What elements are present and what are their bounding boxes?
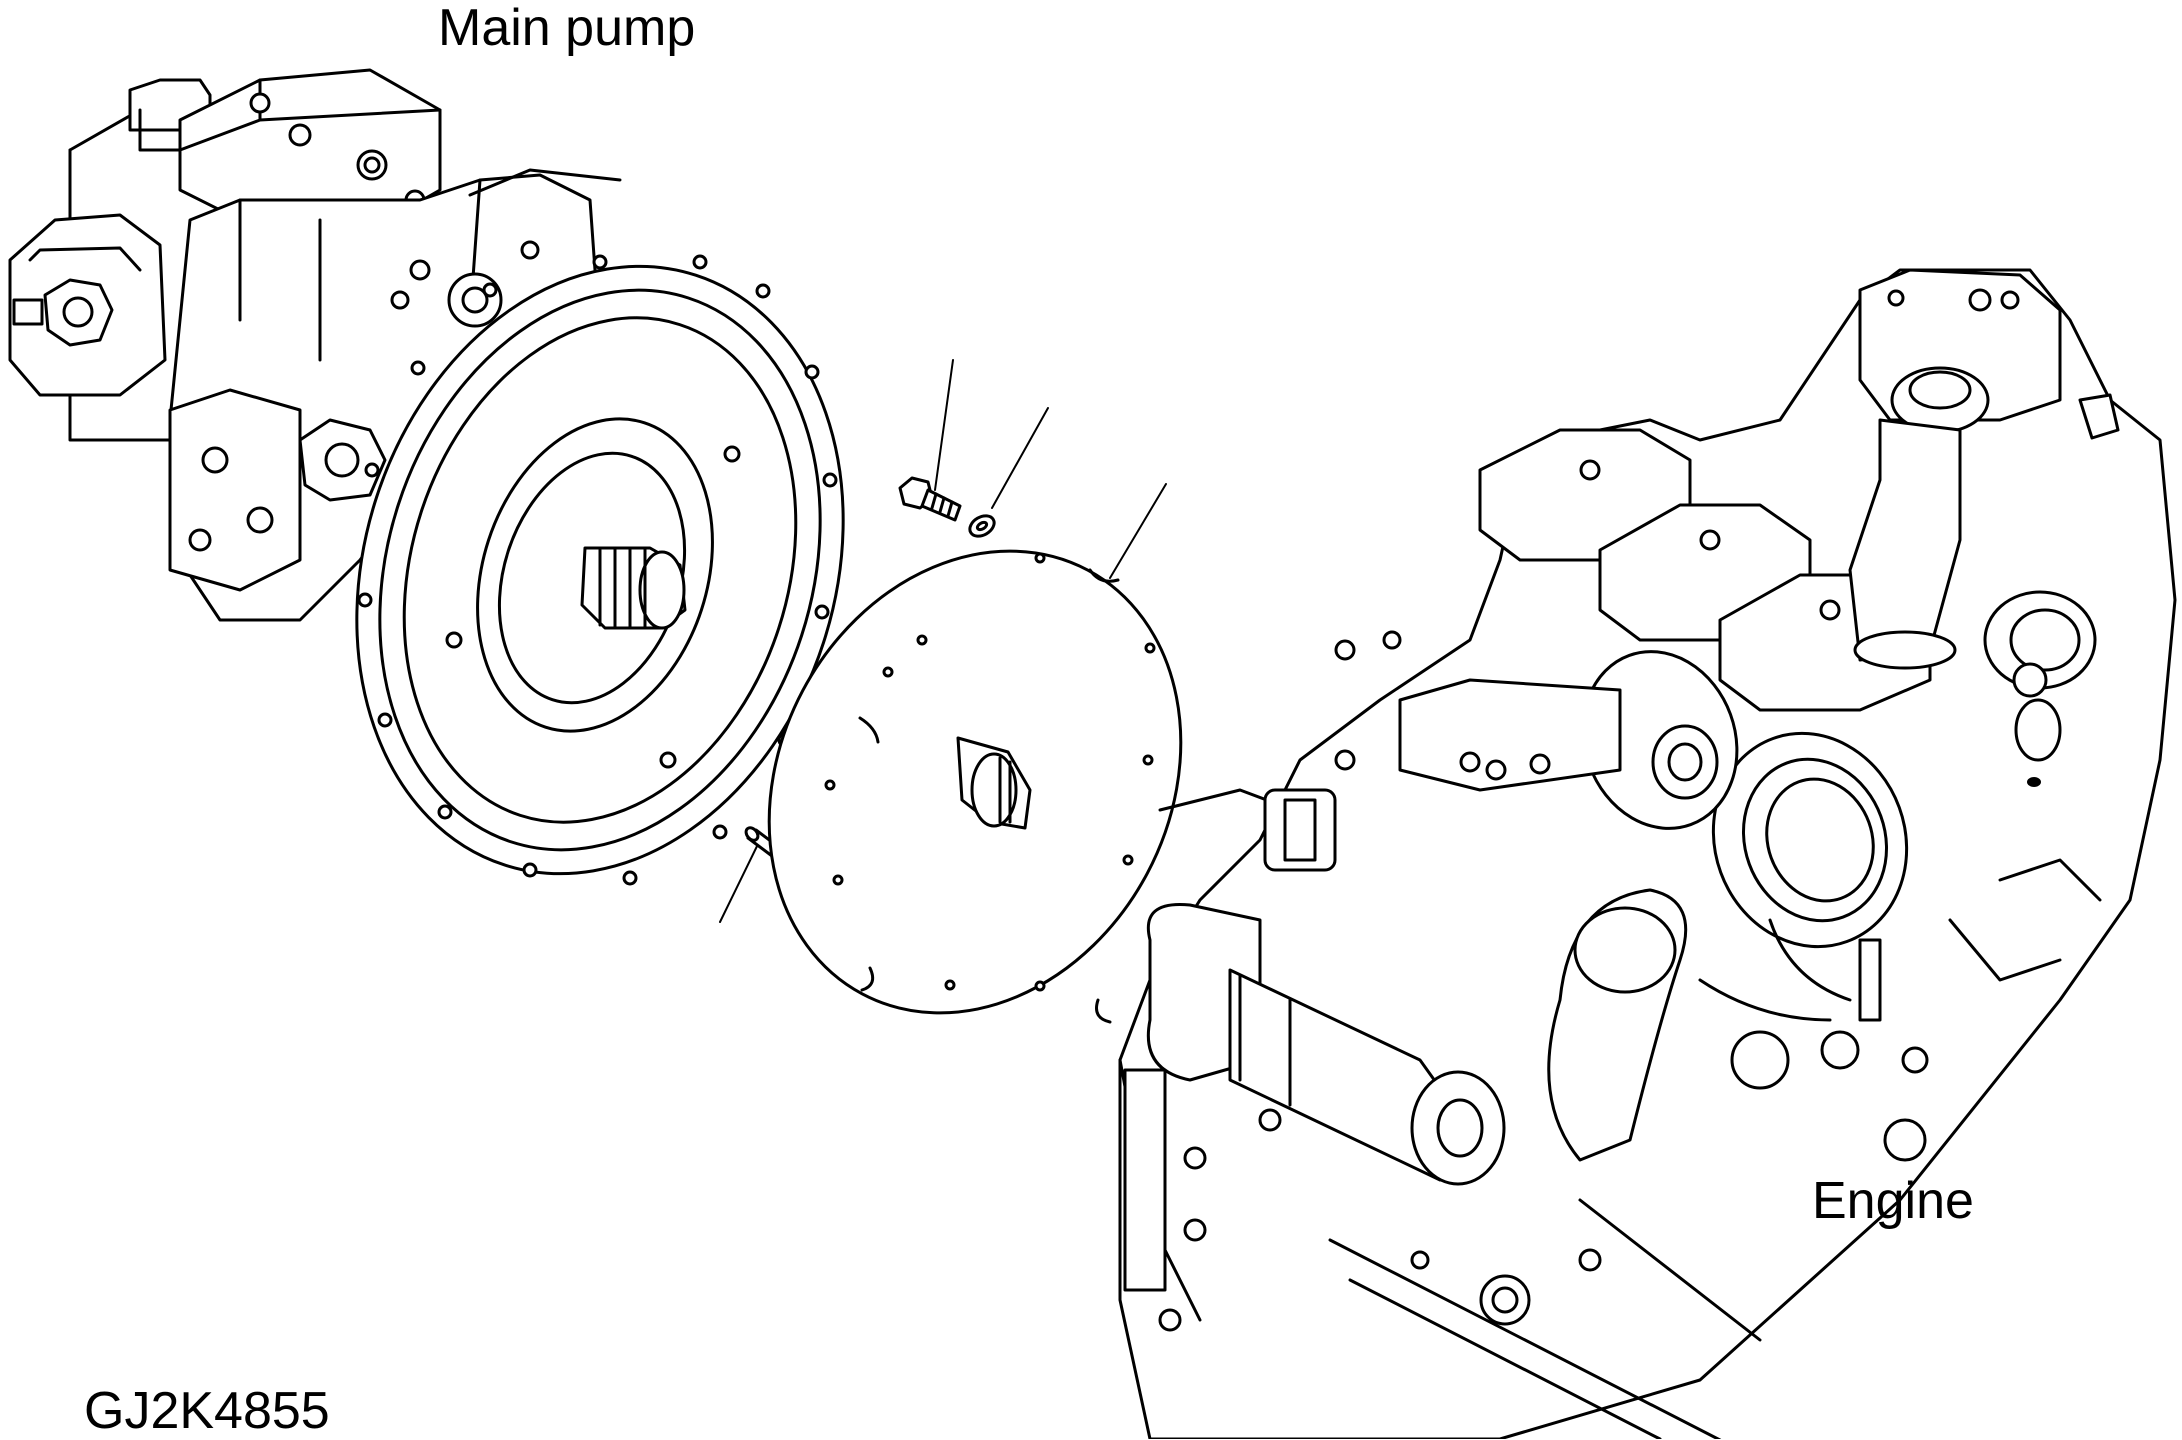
starter-motor xyxy=(1146,902,1506,1186)
drawing-code-label: GJ2K4855 xyxy=(84,1382,330,1440)
washer xyxy=(968,514,996,538)
splined-shaft xyxy=(580,546,687,630)
main-pump-illustration xyxy=(8,68,845,886)
flange-bolt-holes xyxy=(357,254,838,886)
engine-label: Engine xyxy=(1812,1172,1974,1230)
exploded-fasteners xyxy=(719,359,1183,1024)
turbocharger xyxy=(1581,590,2097,949)
engine-illustration xyxy=(1118,268,2177,1439)
bolt xyxy=(898,476,962,522)
main-pump-label: Main pump xyxy=(438,0,696,57)
coupling-disc xyxy=(767,549,1183,1024)
